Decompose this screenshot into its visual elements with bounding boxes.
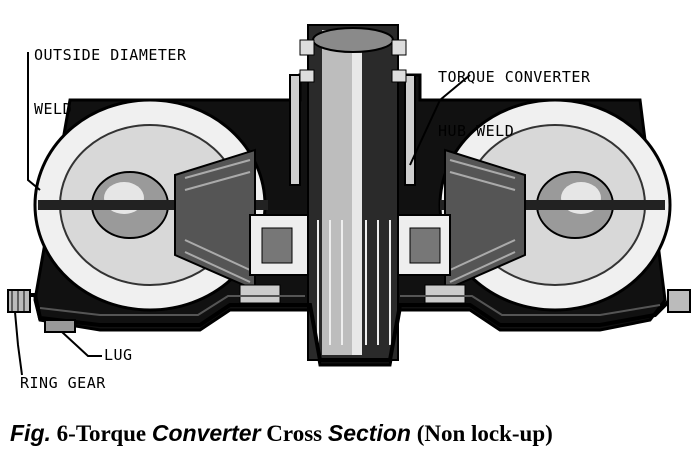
callout-hub-weld: TORQUE CONVERTER HUB WELD: [438, 32, 591, 158]
caption-number: 6-: [50, 421, 76, 446]
hub-neck: [289, 74, 416, 186]
ring-gear-leader: [14, 311, 23, 376]
caption-word-nonlockup: (Non lock-up): [410, 421, 553, 446]
callout-outside-diameter-weld-line2: WELD: [34, 100, 73, 118]
hub-weld-leader: [409, 74, 471, 166]
callout-outside-diameter-weld-line1: OUTSIDE DIAMETER: [34, 46, 187, 64]
outside-diameter-weld-leader: [27, 52, 41, 191]
caption-fig: Fig.: [10, 420, 51, 446]
torque-converter-cross-section-diagram: [7, 24, 691, 376]
input-shaft: [299, 24, 407, 361]
caption-word-cross: Cross: [260, 421, 328, 446]
callout-outside-diameter-weld: OUTSIDE DIAMETER WELD: [34, 10, 187, 136]
caption-word-section: Section: [327, 420, 411, 446]
left-blade-set: [174, 148, 256, 292]
figure-caption: Fig. 6-Torque Converter Cross Section (N…: [10, 418, 690, 449]
right-blade-set: [444, 148, 526, 292]
caption-word-converter: Converter: [151, 420, 261, 446]
callout-ring-gear: RING GEAR: [20, 374, 106, 392]
callout-hub-weld-line1: TORQUE CONVERTER: [438, 68, 591, 86]
lug-leader: [61, 331, 102, 357]
callout-hub-weld-line2: HUB WELD: [438, 122, 515, 140]
lug: [44, 319, 76, 333]
front-cover-inner: [39, 295, 661, 316]
ring-gear: [7, 289, 691, 313]
callout-lug: LUG: [104, 346, 133, 364]
caption-word-torque: Torque: [75, 421, 152, 446]
